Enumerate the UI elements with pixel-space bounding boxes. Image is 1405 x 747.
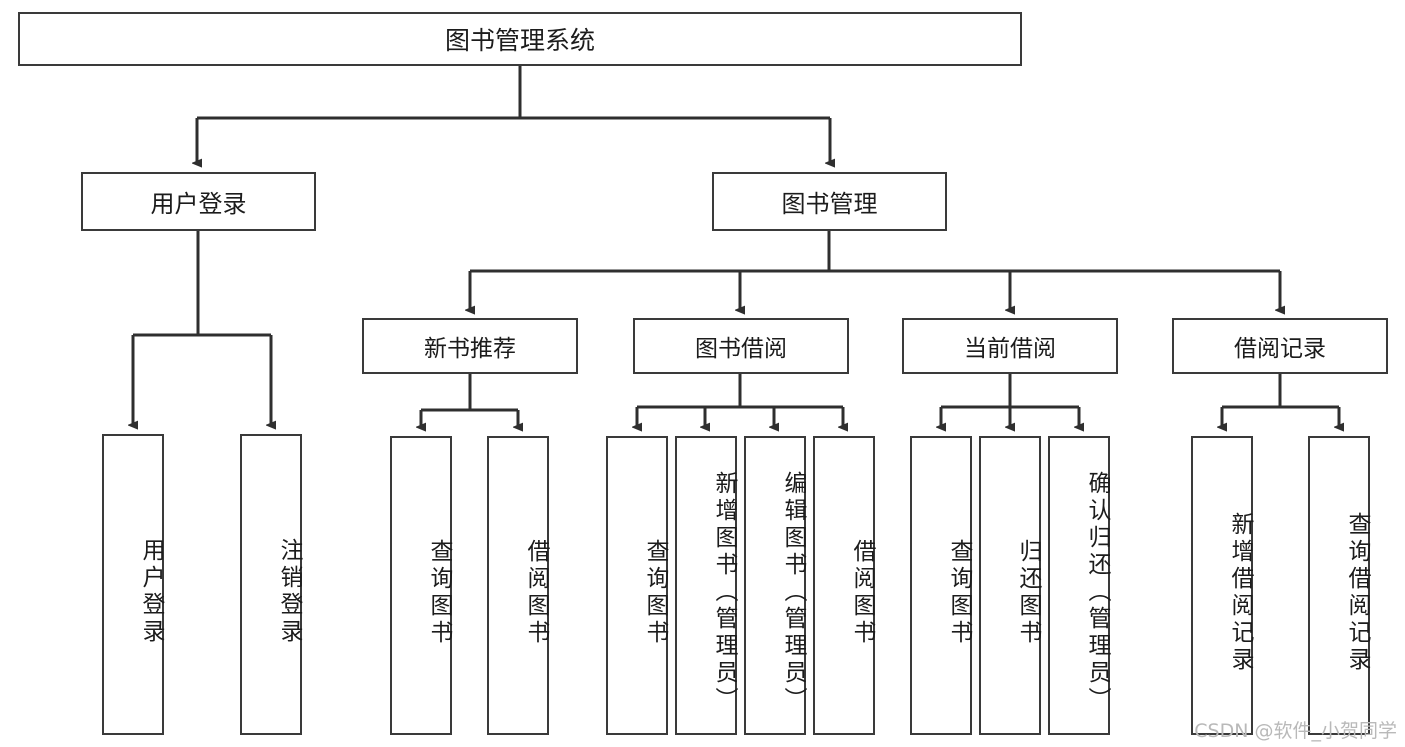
node-label: 新书推荐 — [424, 336, 516, 362]
leaf-record-query-borrow-record[interactable]: 查询借阅记录 — [1308, 436, 1370, 735]
leaf-current-confirm-return-admin[interactable]: 确认归还（管理员） — [1048, 436, 1110, 735]
node-label: 用户登录 — [138, 537, 164, 646]
leaf-borrow-query-book[interactable]: 查询图书 — [606, 436, 668, 735]
node-new-book-recommend[interactable]: 新书推荐 — [362, 318, 578, 374]
node-label: 归还图书 — [1015, 538, 1041, 647]
node-label: 借阅图书 — [849, 538, 875, 647]
leaf-recommend-borrow-book[interactable]: 借阅图书 — [487, 436, 549, 735]
leaf-user-logout[interactable]: 注销登录 — [240, 434, 302, 735]
node-label: 查询图书 — [642, 538, 668, 647]
node-label: 用户登录 — [150, 190, 247, 218]
watermark-text: CSDN @软件_小贺同学 — [1194, 720, 1397, 742]
node-label: 图书管理 — [781, 190, 878, 218]
node-label: 查询借阅记录 — [1344, 511, 1370, 674]
leaf-recommend-query-book[interactable]: 查询图书 — [390, 436, 452, 735]
node-book-management[interactable]: 图书管理 — [712, 172, 947, 231]
node-book-borrow[interactable]: 图书借阅 — [633, 318, 849, 374]
node-user-login[interactable]: 用户登录 — [81, 172, 316, 231]
node-label: 图书借阅 — [695, 336, 787, 362]
node-label: 新增借阅记录 — [1227, 511, 1253, 674]
leaf-borrow-add-book-admin[interactable]: 新增图书（管理员） — [675, 436, 737, 735]
leaf-record-add-borrow-record[interactable]: 新增借阅记录 — [1191, 436, 1253, 735]
node-borrow-record[interactable]: 借阅记录 — [1172, 318, 1388, 374]
node-label: 查询图书 — [426, 538, 452, 647]
node-label: 查询图书 — [946, 538, 972, 647]
leaf-current-query-book[interactable]: 查询图书 — [910, 436, 972, 735]
node-label: 图书管理系统 — [444, 26, 595, 55]
node-label: 借阅记录 — [1234, 336, 1326, 362]
leaf-user-login[interactable]: 用户登录 — [102, 434, 164, 735]
node-label: 注销登录 — [276, 537, 302, 646]
leaf-borrow-borrow-book[interactable]: 借阅图书 — [813, 436, 875, 735]
node-label: 新增图书（管理员） — [711, 471, 737, 714]
node-label: 确认归还（管理员） — [1084, 471, 1110, 714]
leaf-current-return-book[interactable]: 归还图书 — [979, 436, 1041, 735]
leaf-borrow-edit-book-admin[interactable]: 编辑图书（管理员） — [744, 436, 806, 735]
node-root-system[interactable]: 图书管理系统 — [18, 12, 1022, 66]
node-label: 编辑图书（管理员） — [780, 471, 806, 714]
node-current-borrow[interactable]: 当前借阅 — [902, 318, 1118, 374]
node-label: 借阅图书 — [523, 538, 549, 647]
node-label: 当前借阅 — [964, 336, 1056, 362]
